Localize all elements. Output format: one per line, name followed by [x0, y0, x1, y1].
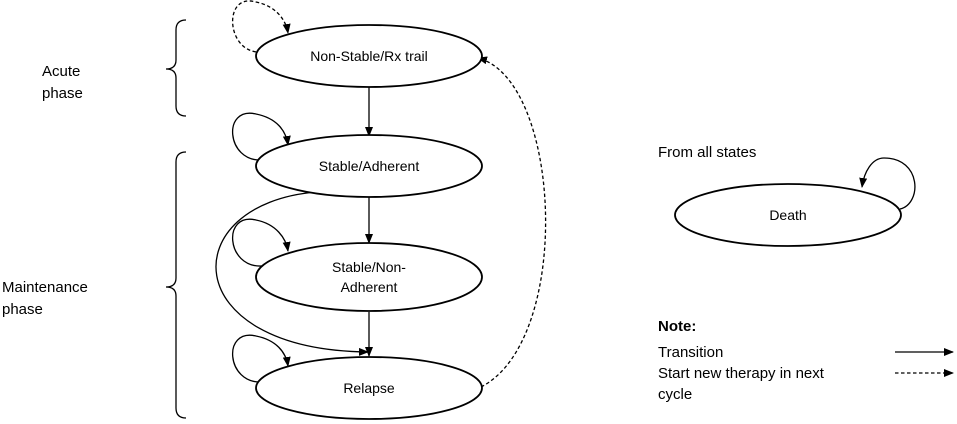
from-all-states-label: From all states	[658, 144, 756, 161]
acute-phase-line-2: phase	[42, 85, 83, 102]
note-title: Note:	[658, 318, 696, 335]
edge-relapse-to-nonstable-new-therapy	[477, 56, 547, 388]
acute-phase-label: Acute	[42, 63, 80, 80]
non-stable-self-loop	[232, 0, 291, 53]
state-death-label: Death	[769, 207, 806, 223]
state-death	[674, 183, 902, 247]
maintenance-phase-brace	[165, 151, 187, 419]
maintenance-phase-label-2: phase	[2, 301, 43, 318]
state-stable-non-adherent	[255, 242, 483, 312]
state-relapse	[255, 356, 483, 420]
acute-phase-brace	[165, 19, 187, 117]
maintenance-phase-line-2: phase	[2, 301, 43, 318]
note-new-therapy-label-1: Start new therapy in next	[658, 365, 825, 382]
relapse-self-loop	[232, 334, 291, 383]
state-stable-adherent-label: Stable/Adherent	[319, 158, 420, 174]
maintenance-phase-label: Maintenance	[2, 279, 88, 296]
maintenance-phase-line-1: Maintenance	[2, 279, 88, 296]
state-stable-adherent	[255, 134, 483, 198]
edge-stable-adherent-to-relapse	[215, 191, 369, 356]
state-relapse-label: Relapse	[343, 380, 395, 396]
stable-adherent-self-loop	[232, 112, 291, 161]
state-non-stable-label: Non-Stable/Rx trail	[310, 48, 428, 64]
death-self-loop	[859, 157, 916, 210]
state-stable-non-adherent-label-1: Stable/Non-	[332, 259, 406, 275]
note-transition-label: Transition	[658, 344, 723, 361]
state-non-stable	[255, 24, 483, 88]
stable-non-adherent-self-loop	[232, 218, 291, 267]
note-new-therapy-label-2: cycle	[658, 386, 692, 403]
acute-phase-label-2: phase	[42, 85, 83, 102]
state-stable-non-adherent-label-2: Adherent	[341, 279, 398, 295]
acute-phase-line-1: Acute	[42, 63, 80, 80]
